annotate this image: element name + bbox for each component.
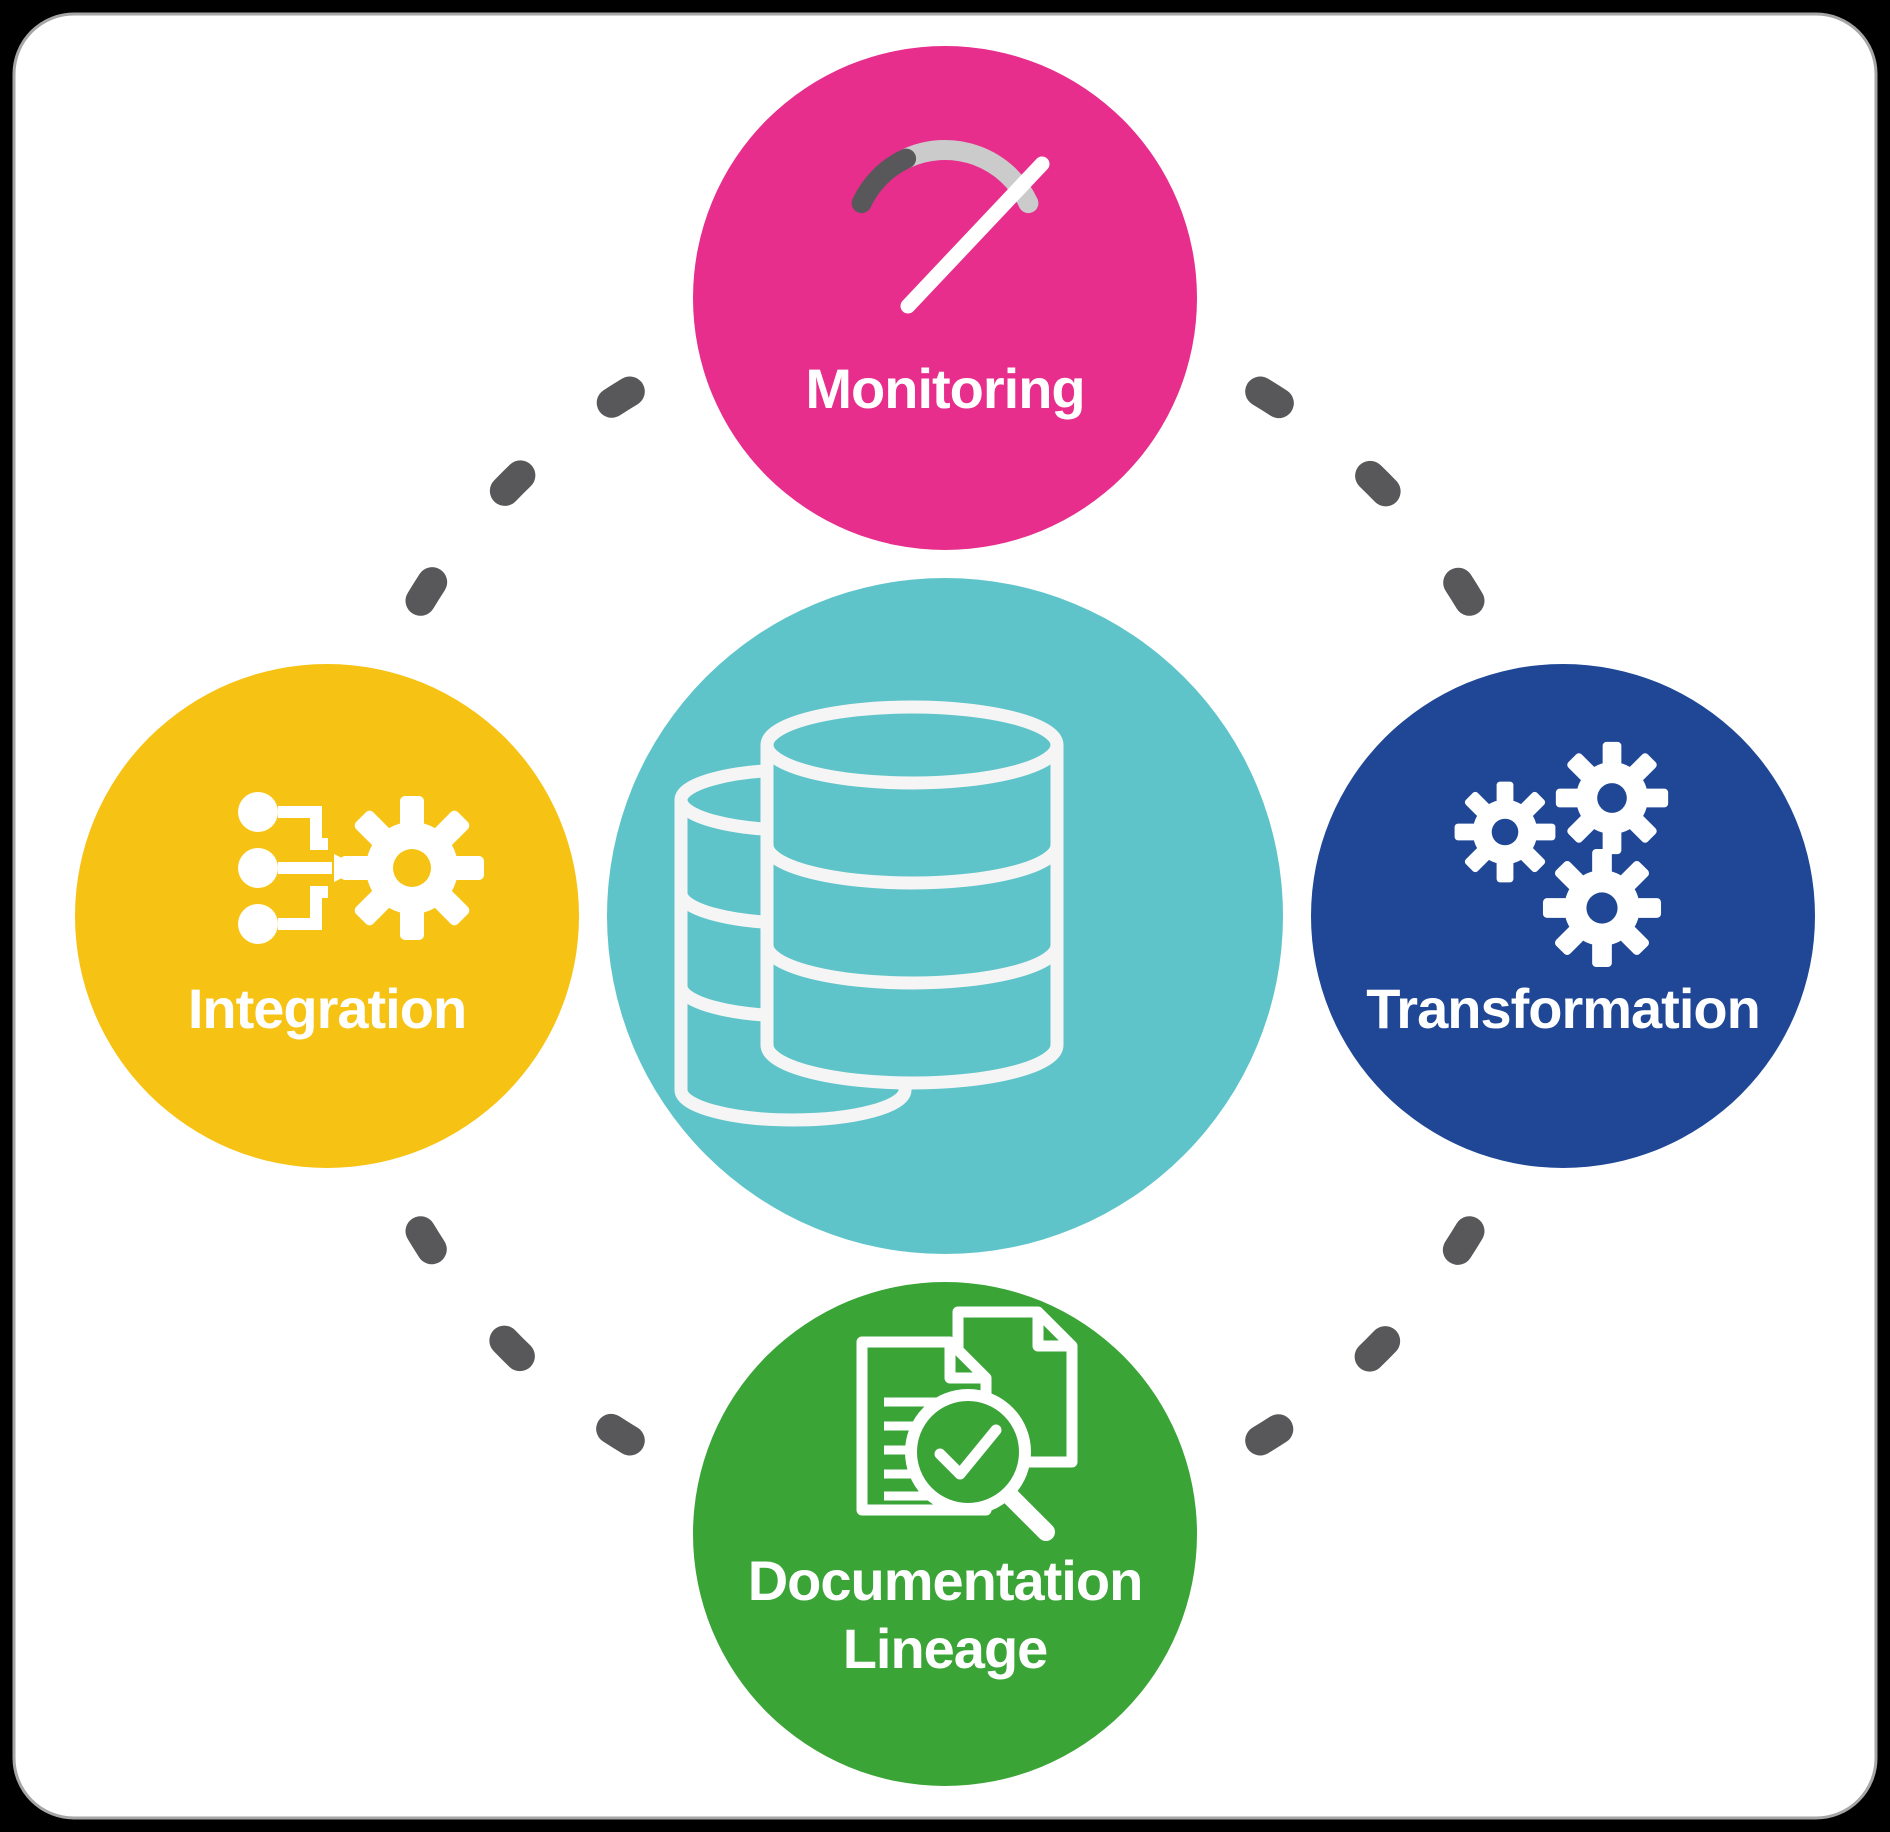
node-label-monitoring: Monitoring [805, 357, 1084, 420]
node-label-transformation: Transformation [1366, 977, 1760, 1040]
gears-icon [1454, 741, 1669, 968]
node-label-integration: Integration [188, 977, 466, 1040]
dashed-connector-arc-top-right [1245, 376, 1485, 616]
node-circle-monitoring [693, 46, 1197, 550]
node-documentation: Documentation Lineage [693, 1282, 1197, 1786]
node-transformation: Transformation [1311, 664, 1815, 1168]
center-circle-data [607, 578, 1283, 1254]
dashed-connector-arc-top-left [405, 376, 645, 616]
dashed-connector-arc-bottom-left [405, 1216, 645, 1456]
database-icon [674, 700, 1064, 1127]
node-monitoring: Monitoring [693, 46, 1197, 550]
node-label-documentation-line1: Documentation [748, 1549, 1143, 1612]
dashed-connector-ring [405, 376, 1485, 1456]
node-integration: Integration [75, 664, 579, 1168]
nodes-to-gear-icon [238, 792, 484, 944]
document-check-magnifier-icon [856, 1306, 1078, 1541]
gauge-icon [851, 139, 1050, 314]
node-label-documentation-line2: Lineage [843, 1617, 1048, 1680]
node-circle-integration [75, 664, 579, 1168]
dashed-connector-arc-bottom-right [1245, 1216, 1485, 1456]
gauge-needle [900, 156, 1050, 314]
